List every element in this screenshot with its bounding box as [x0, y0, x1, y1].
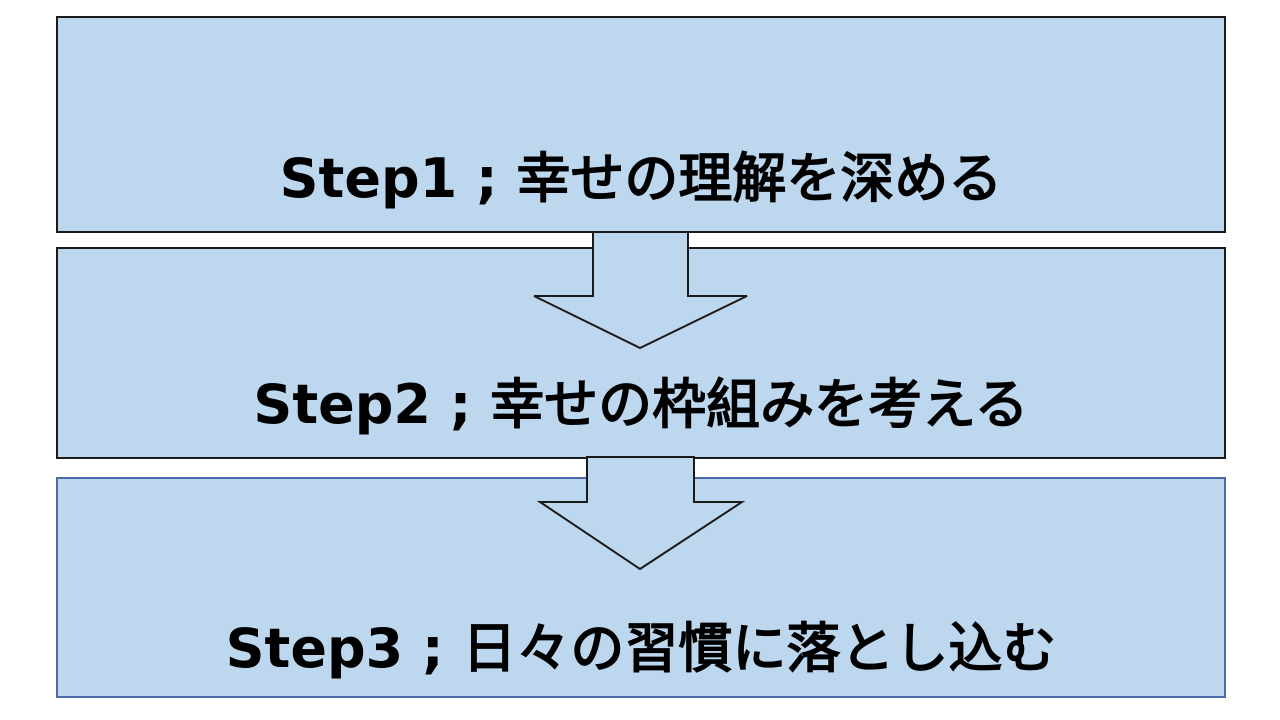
step1-label: Step1 ; 幸せの理解を深める: [279, 147, 1003, 210]
down-arrow-icon: [533, 231, 748, 350]
down-arrow-icon: [536, 456, 746, 571]
step1-box: [56, 16, 1226, 233]
step3-label: Step3 ; 日々の習慣に落とし込む: [225, 617, 1057, 680]
step2-label: Step2 ; 幸せの枠組みを考える: [253, 373, 1029, 436]
